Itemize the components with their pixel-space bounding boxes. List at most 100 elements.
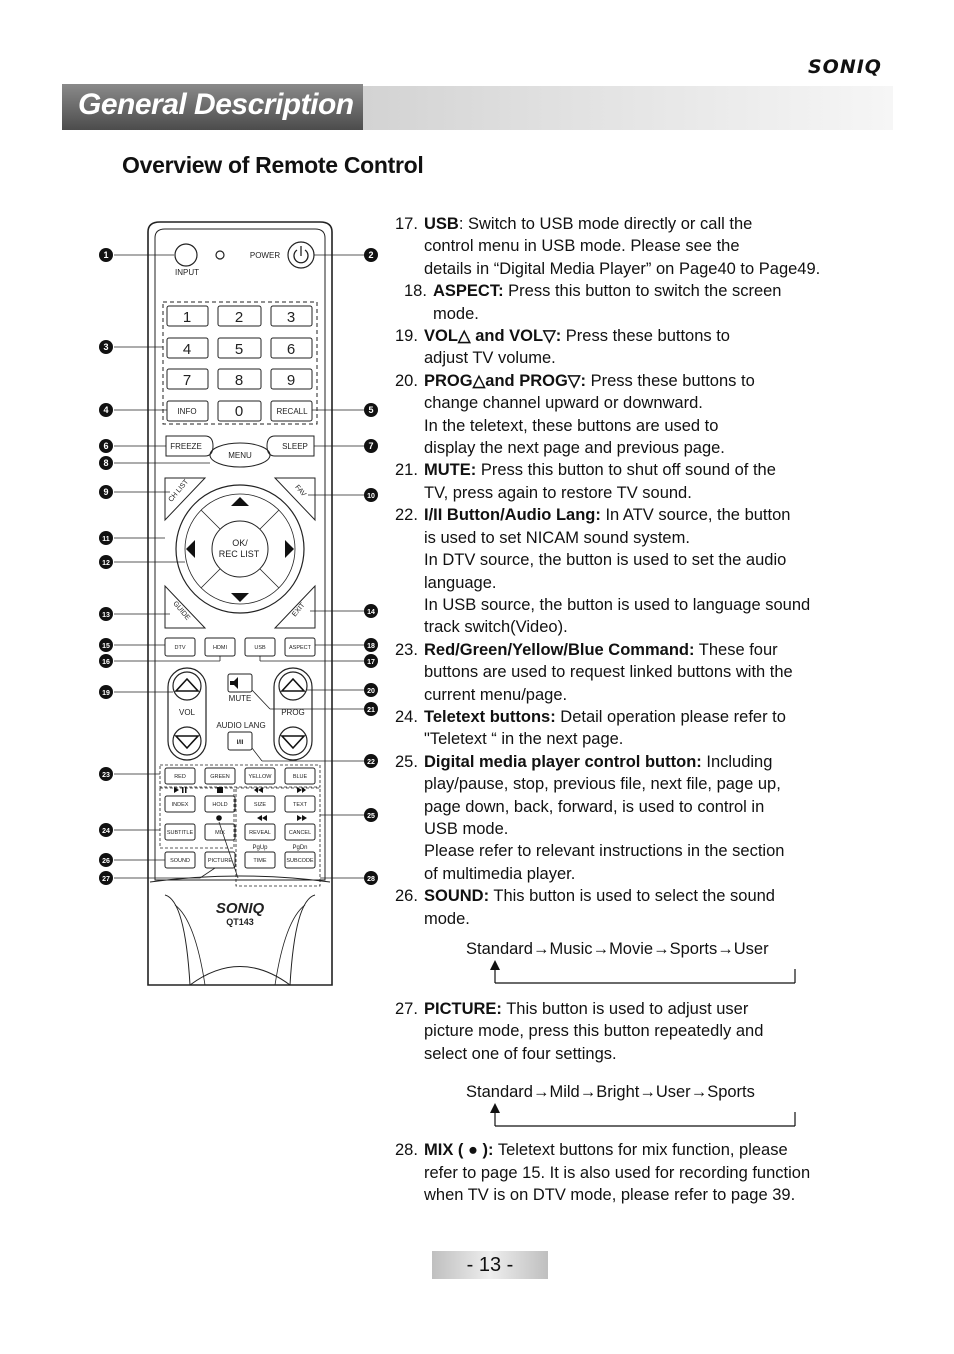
sound-cycle-arrow	[490, 960, 796, 984]
callout-26-circle	[99, 853, 113, 867]
picture-mode-2: Bright	[596, 1083, 640, 1102]
flow-arrow-icon: →	[639, 1083, 656, 1102]
label-freeze: FREEZE	[170, 442, 202, 451]
callout-17: 17	[367, 659, 375, 666]
callout-15: 15	[102, 643, 110, 650]
next-file-icon	[297, 787, 302, 793]
item-mute: 21.MUTE: Press this button to shut off s…	[395, 461, 776, 502]
digit-0: 0	[235, 403, 243, 420]
label-prog: PROG	[281, 708, 305, 717]
callout-24-circle	[99, 823, 113, 837]
digit-5: 5	[235, 341, 243, 358]
picture-cycle-arrow	[490, 1103, 796, 1127]
label-picture: PICTURE	[208, 858, 232, 864]
flow-arrow-icon: →	[532, 940, 550, 958]
label-vol: VOL	[179, 708, 196, 717]
label-yellow: YELLOW	[249, 774, 273, 780]
item-teletext: 24.Teletext buttons: Detail operation pl…	[395, 707, 786, 749]
back-icon	[257, 815, 262, 821]
label-index: INDEX	[172, 802, 189, 808]
prog-rocker	[273, 667, 313, 761]
label-rec-list: REC LIST	[219, 549, 260, 559]
item-color-buttons: 23.Red/Green/Yellow/Blue Command: These …	[395, 640, 793, 704]
callout-23-circle	[99, 767, 113, 781]
callout-4-circle	[99, 403, 113, 417]
callout-15-circle	[99, 638, 113, 652]
label-pgdn: PgDn	[292, 845, 307, 851]
callout-11: 11	[102, 536, 110, 543]
callout-10: 10	[367, 493, 375, 500]
label-info: INFO	[177, 407, 196, 416]
callout-11-circle	[99, 531, 113, 545]
picture-mode-3: User	[655, 1083, 691, 1102]
digit-4: 4	[183, 341, 191, 358]
arrow-right-icon	[285, 540, 294, 558]
remote-model: QT143	[226, 917, 254, 927]
digit-9: 9	[287, 372, 295, 389]
sound-mode-2: Movie	[609, 940, 654, 958]
sound-mode-list: Standard→Music→Movie→Sports→User	[466, 938, 769, 960]
flow-arrow-icon: →	[592, 940, 610, 958]
callout-6: 6	[103, 441, 108, 451]
callout-leaders	[114, 254, 364, 879]
callout-5: 5	[368, 405, 373, 415]
led-indicator	[215, 250, 225, 260]
digit-2: 2	[235, 309, 243, 326]
callout-28: 28	[367, 876, 375, 883]
prev-file-icon	[258, 787, 263, 793]
flow-arrow-icon: →	[690, 1083, 708, 1102]
item-vol: 19.VOL△ and VOL▽: Press these buttons to…	[395, 327, 730, 368]
item-picture: 27.PICTURE: This button is used to adjus…	[395, 1000, 764, 1063]
label-pgup: PgUp	[252, 845, 268, 851]
prog-down-icon	[280, 735, 306, 750]
callout-18: 18	[367, 643, 375, 650]
label-hdmi: HDMI	[213, 645, 228, 651]
callout-12-circle	[99, 555, 113, 569]
sound-mode-cycle: Standard→Music→Movie→Sports→User	[435, 936, 865, 996]
item-mix: 28.MIX ( ● ): Teletext buttons for mix f…	[395, 1141, 811, 1205]
callout-14: 14	[367, 609, 375, 616]
input-button	[174, 243, 198, 267]
callout-2-circle	[364, 248, 378, 262]
teletext-grid	[164, 767, 316, 869]
callout-7-circle	[364, 439, 378, 453]
vol-up-icon	[174, 677, 200, 692]
picture-mode-0: Standard	[466, 1083, 533, 1102]
flow-arrow-icon: →	[717, 940, 734, 958]
picture-mode-1: Mild	[549, 1083, 580, 1102]
callout-26: 26	[102, 858, 110, 865]
picture-mode-list: Standard→Mild→Bright→User→Sports	[466, 1081, 755, 1103]
callout-12: 12	[102, 560, 110, 567]
forward-icon	[297, 815, 302, 821]
callout-13: 13	[102, 612, 110, 619]
callout-28-circle	[364, 871, 378, 885]
brand-logo: SONIQ	[808, 56, 882, 78]
callout-8-circle	[99, 456, 113, 470]
callout-21: 21	[367, 707, 375, 714]
label-blue: BLUE	[293, 774, 308, 780]
label-power: POWER	[250, 251, 280, 260]
number-pad	[166, 305, 313, 422]
remote-brand: SONIQ	[216, 900, 265, 917]
callout-16: 16	[102, 659, 110, 666]
label-mute: MUTE	[229, 694, 252, 703]
arrow-up-icon	[231, 497, 249, 506]
label-input: INPUT	[175, 268, 199, 277]
callout-10-circle	[364, 488, 378, 502]
callout-18-circle	[364, 638, 378, 652]
label-usb: USB	[254, 645, 266, 651]
label-menu: MENU	[228, 451, 252, 460]
item-aspect: 18.ASPECT: Press this button to switch t…	[404, 282, 782, 323]
item-sound: 26.SOUND: This button is used to select …	[395, 887, 775, 928]
digit-8: 8	[235, 372, 243, 389]
callout-5-circle	[364, 403, 378, 417]
page-number: - 13 -	[432, 1251, 548, 1279]
section-banner-tab	[62, 84, 363, 130]
callout-20-circle	[364, 683, 378, 697]
sound-mode-4: User	[733, 940, 769, 958]
power-icon	[293, 249, 309, 264]
callout-27: 27	[102, 876, 110, 883]
digit-7: 7	[183, 372, 191, 389]
sound-mode-3: Sports	[669, 940, 718, 958]
